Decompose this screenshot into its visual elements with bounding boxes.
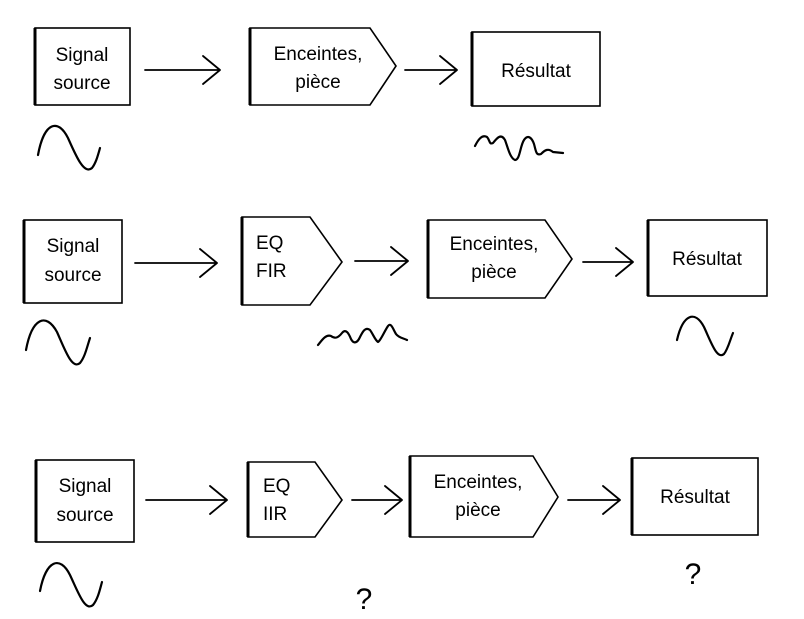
eq-iir-node: EQ IIR	[246, 461, 343, 538]
arrow-source-to-eq	[134, 248, 218, 278]
signal-source-node: Signal source	[22, 219, 123, 304]
result-label: Résultat	[672, 249, 742, 270]
signal-source-label-line2: source	[44, 265, 101, 286]
arrow-eq-to-speakers	[351, 485, 403, 515]
eq-type-label: IIR	[263, 504, 287, 525]
row-1: Signal source Enceintes, pièce Résultat	[33, 27, 601, 171]
distorted-wave-icon	[473, 135, 565, 162]
result-node: Résultat	[630, 457, 759, 536]
row-3: Signal source EQ IIR Enceintes, pièce Ré…	[34, 455, 759, 616]
signal-source-label-line1: Signal	[59, 476, 112, 497]
signal-source-label-line1: Signal	[47, 236, 100, 257]
speakers-room-label-line1: Enceintes,	[274, 44, 363, 65]
distorted-wave-icon	[316, 323, 409, 347]
sine-wave-icon	[675, 315, 735, 357]
sine-wave-icon	[36, 124, 102, 171]
signal-source-label-line1: Signal	[56, 45, 109, 66]
speakers-room-label-line1: Enceintes,	[450, 234, 539, 255]
speakers-room-label-line2: pièce	[295, 72, 340, 93]
sine-wave-icon	[38, 562, 104, 608]
signal-source-node: Signal source	[34, 459, 135, 543]
signal-source-node: Signal source	[33, 27, 131, 106]
speakers-room-node: Enceintes, pièce	[426, 219, 573, 299]
question-mark: ?	[685, 558, 702, 591]
result-label: Résultat	[660, 487, 730, 508]
speakers-room-label-line1: Enceintes,	[434, 472, 523, 493]
row-2: Signal source EQ FIR Enceintes, pièce Ré…	[22, 216, 768, 366]
speakers-room-node: Enceintes, pièce	[408, 455, 559, 538]
speakers-room-label-line2: pièce	[455, 500, 500, 521]
arrow-speakers-to-result	[582, 247, 634, 277]
signal-source-label-line2: source	[53, 73, 110, 94]
question-mark: ?	[356, 583, 373, 616]
arrow-speakers-to-result	[404, 55, 458, 85]
arrow-source-to-speakers	[144, 55, 221, 85]
eq-type-label: FIR	[256, 261, 287, 282]
eq-fir-node: EQ FIR	[240, 216, 343, 306]
result-node: Résultat	[470, 31, 601, 107]
arrow-speakers-to-result	[567, 485, 621, 515]
speakers-room-label-line2: pièce	[471, 262, 516, 283]
sine-wave-icon	[24, 319, 92, 366]
speakers-room-node: Enceintes, pièce	[248, 27, 397, 106]
arrow-source-to-eq	[145, 485, 228, 515]
result-label: Résultat	[501, 61, 571, 82]
arrow-eq-to-speakers	[354, 246, 409, 276]
result-node: Résultat	[646, 219, 768, 297]
eq-label: EQ	[263, 476, 290, 497]
signal-source-label-line2: source	[56, 505, 113, 526]
eq-label: EQ	[256, 233, 283, 254]
